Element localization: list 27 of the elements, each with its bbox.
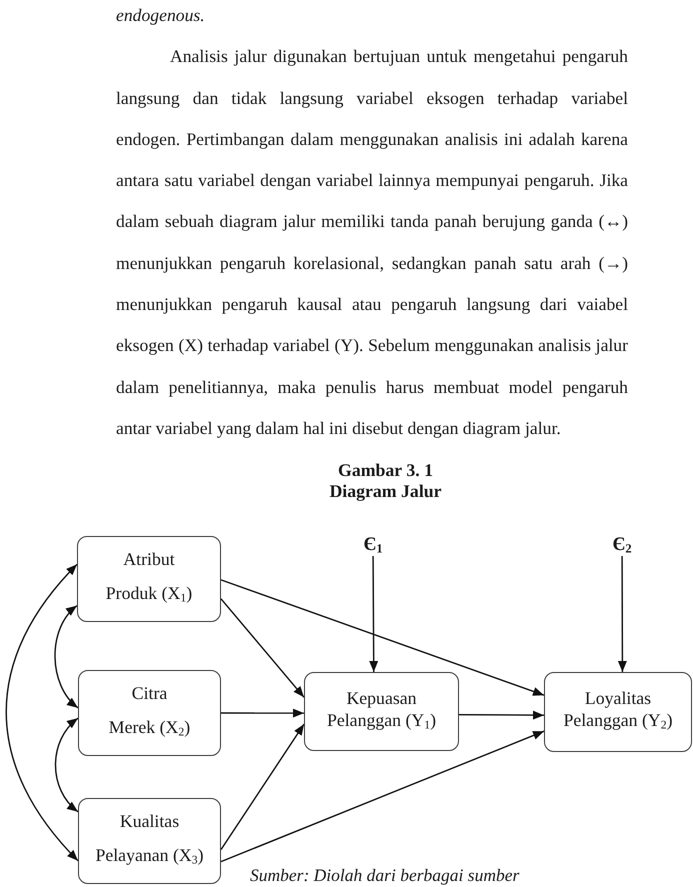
arrow [369, 556, 378, 672]
variable-box [78, 670, 221, 756]
arrow [220, 724, 305, 850]
figure-title: Gambar 3. 1 Diagram Jalur [328, 460, 443, 502]
variable-label: Kualitas Pelayanan (X$_{3}$) [95, 810, 204, 868]
variable-label: Loyalitas Pelanggan (Y$_{2}$) [563, 687, 673, 731]
body-paragraph: Analisis jalur digunakan bertujuan untuk mengetahui pengaruh langsung dan tidak langsung variabel eksogen terhadap variabel endogen. Pertimbangan dalam menggunakan analisis ini adalah karena antara satu variabel dengan variabel lainnya mempunyai pengaruh. Jika dalam sebuah diagram jalur memiliki tanda panah berujung ganda (↔) menunjukkan pengaruh korelasional, sedangkan panah satu arah (→) menunjukkan pengaruh kausal atau pengaruh langsung dari vaiabel eksogen (X) terhadap variabel (Y). Sebelum menggunakan analisis jalur dalam penelitiannya, maka penulis harus membuat model pengaruh antar variabel yang dalam hal ini disebut dengan diagram jalur. [116, 45, 628, 440]
variable-label: Kepuasan Pelanggan (Y$_{1}$) [326, 686, 436, 730]
variable-box [544, 672, 692, 752]
arrow [220, 598, 305, 698]
variable-label: Citra Merek (X$_{2}$) [108, 682, 190, 740]
curved-double-headed-arrow [54, 605, 78, 708]
variable-box [78, 798, 221, 884]
curved-double-headed-arrow [54, 718, 78, 812]
variable-box [77, 536, 221, 622]
variable-label: Atribut Produk (X$_{1}$) [106, 548, 192, 606]
curved-double-headed-arrow [6, 564, 79, 862]
body-text: endogenous. [116, 4, 205, 27]
source-caption: Sumber: Diolah dari berbagai sumber [250, 865, 520, 885]
arrow [220, 730, 544, 862]
arrow [459, 710, 544, 720]
variable-box [304, 672, 459, 751]
arrow [618, 556, 627, 672]
arrow [220, 579, 544, 696]
arrow [221, 708, 304, 718]
error-term-label: Є$_{2}$ [612, 534, 632, 556]
error-term-label: Є$_{1}$ [364, 534, 383, 556]
